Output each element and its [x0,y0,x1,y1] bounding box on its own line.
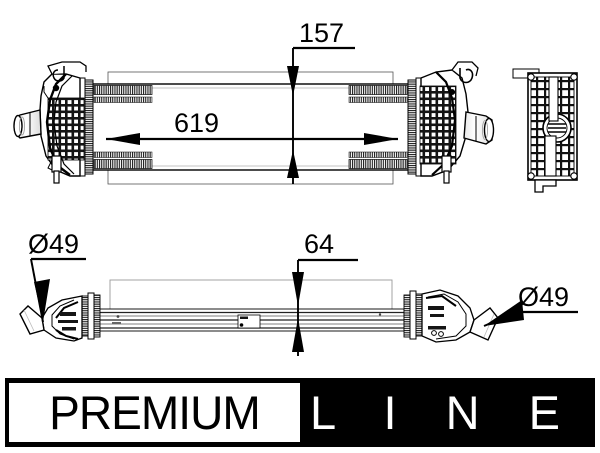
premium-word-text: PREMIUM [49,386,261,439]
dimension-619 [106,133,398,145]
dimension-64 [292,258,358,356]
right-tank-webbing [419,85,457,165]
core-fin-pack-left [93,85,153,169]
end-section-view [512,68,578,193]
left-mount-pin [51,155,62,184]
dimension-label-157: 157 [299,18,345,48]
left-end-tank-top [19,292,101,342]
core-slab [97,279,405,332]
front-view-group [13,46,578,193]
dimension-157 [287,46,355,184]
left-inlet-neck [13,109,42,139]
premium-line-logo-bar: PREMIUM L I N E [5,378,595,447]
premium-word-box: PREMIUM [9,383,300,442]
dimension-label-diameter-right: Ø49 [518,282,570,312]
left-end-tank [13,61,94,184]
dimension-label-619: 619 [174,108,220,138]
leader-diameter-left [30,257,86,323]
right-end-tank [407,61,495,184]
top-view-group [19,257,578,356]
right-end-tank-top [403,289,499,343]
dimension-label-64: 64 [304,229,335,259]
dimension-label-diameter-left: Ø49 [28,229,80,259]
core-fin-pack-right [348,85,408,169]
leader-diameter-right [483,300,578,327]
core-outline-rails [107,71,394,185]
right-mount-pin [441,155,452,184]
right-outlet-neck [463,111,495,145]
line-word-text: L I N E [310,386,578,439]
